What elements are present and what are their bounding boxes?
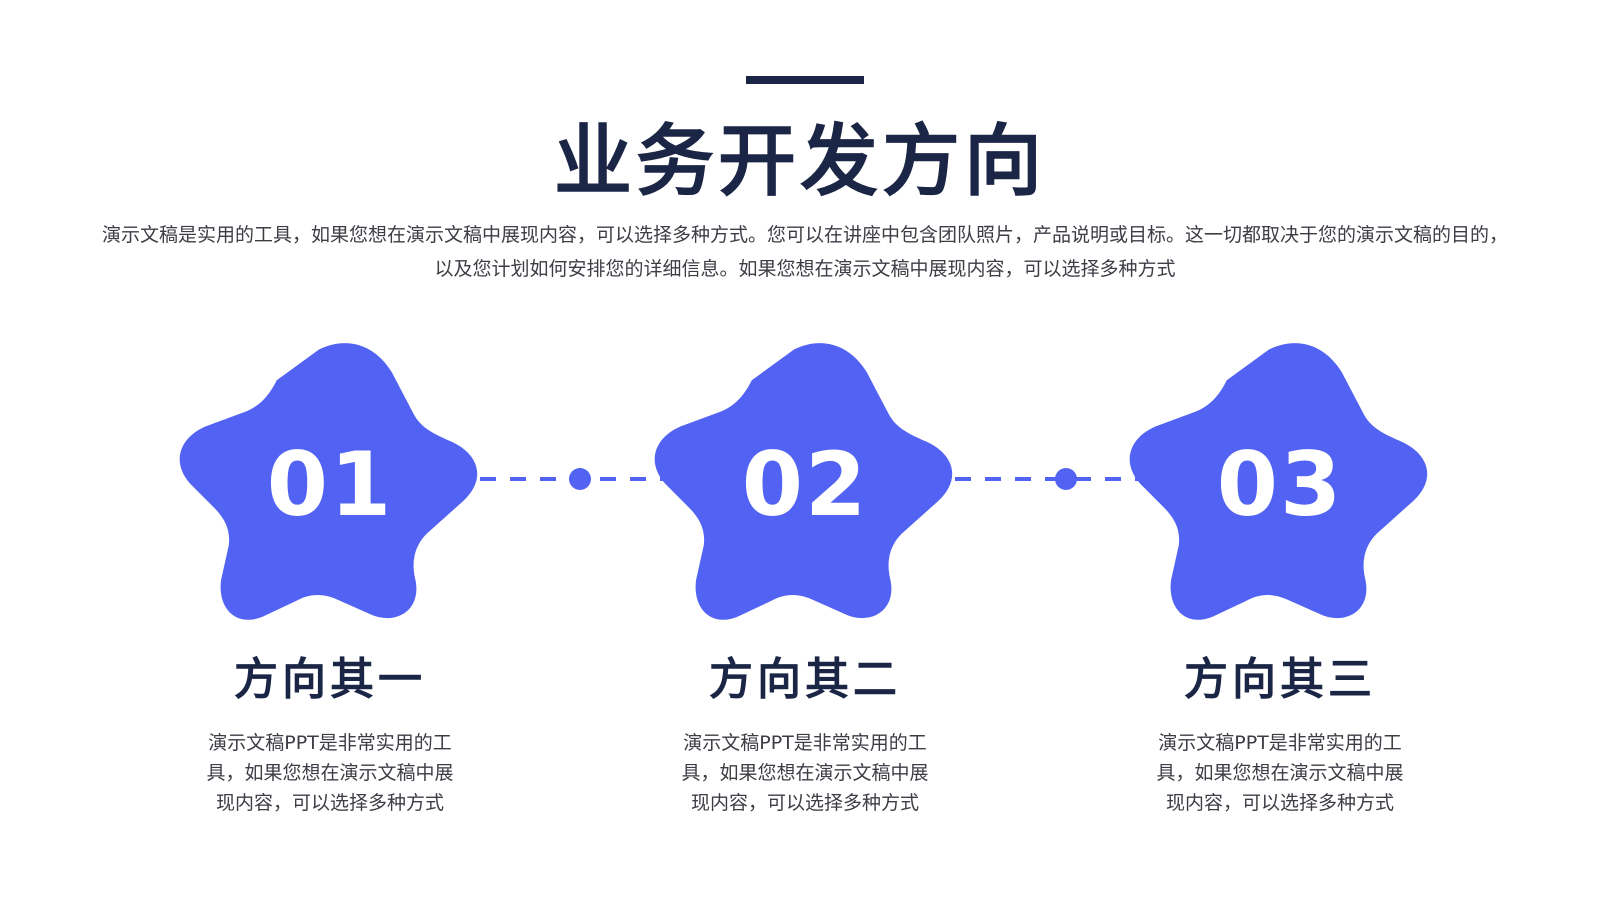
step-description: 演示文稿PPT是非常实用的工具，如果您想在演示文稿中展现内容，可以选择多种方式 xyxy=(1156,732,1404,814)
step-description: 演示文稿PPT是非常实用的工具，如果您想在演示文稿中展现内容，可以选择多种方式 xyxy=(206,732,454,814)
step-title: 方向其二 xyxy=(709,654,901,705)
star-blob-shape xyxy=(1129,343,1428,620)
connector-dot-2 xyxy=(1055,468,1077,490)
step-number: 02 xyxy=(741,433,869,536)
title-accent-bar xyxy=(746,76,864,84)
step-title: 方向其一 xyxy=(234,654,426,705)
step-number: 01 xyxy=(266,433,394,536)
step-title: 方向其三 xyxy=(1184,654,1376,705)
connector-dot-1 xyxy=(569,468,591,490)
step-card-1: 01 方向其一 演示文稿PPT是非常实用的工具，如果您想在演示文稿中展现内容，可… xyxy=(165,330,495,830)
step-number: 03 xyxy=(1216,433,1344,536)
step-card-3: 03 方向其三 演示文稿PPT是非常实用的工具，如果您想在演示文稿中展现内容，可… xyxy=(1115,330,1445,830)
star-blob-shape xyxy=(654,343,953,620)
step-card-2: 02 方向其二 演示文稿PPT是非常实用的工具，如果您想在演示文稿中展现内容，可… xyxy=(640,330,970,830)
page-description: 演示文稿是实用的工具，如果您想在演示文稿中展现内容，可以选择多种方式。您可以在讲… xyxy=(101,224,1508,280)
star-blob-shape xyxy=(179,343,478,620)
page-title: 业务开发方向 xyxy=(553,117,1046,207)
step-description: 演示文稿PPT是非常实用的工具，如果您想在演示文稿中展现内容，可以选择多种方式 xyxy=(681,732,929,814)
